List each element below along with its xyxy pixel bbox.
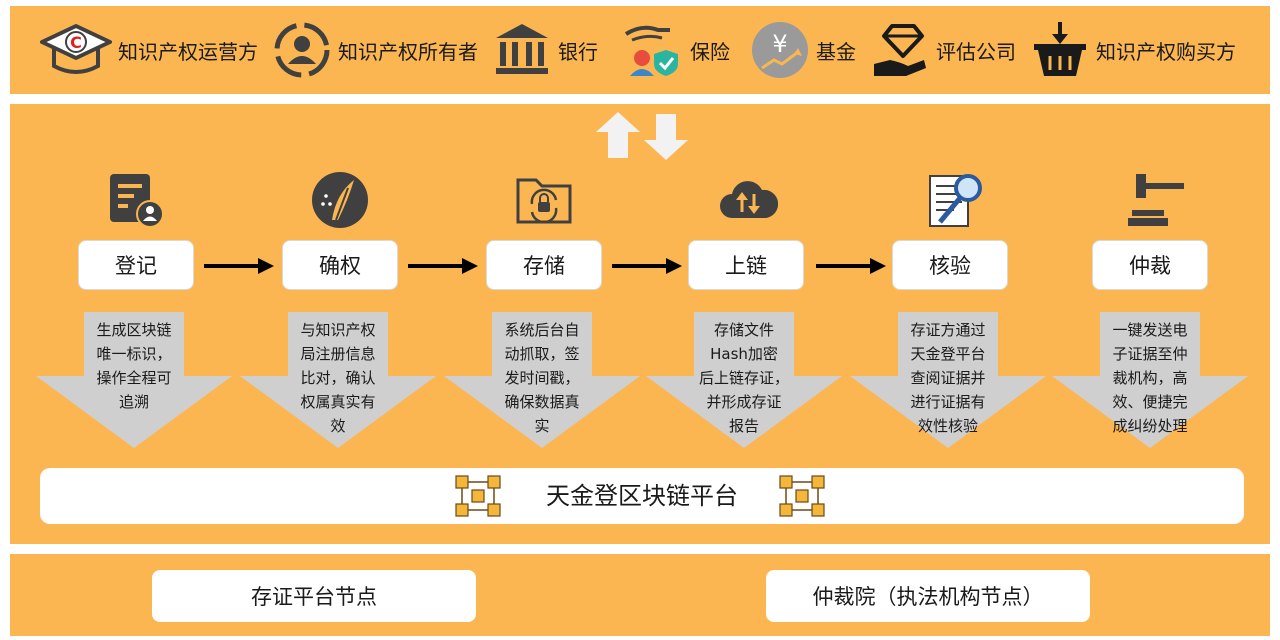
actor-label: 基金	[816, 39, 856, 64]
actor-ip-buyer: 知识产权购买方	[1030, 6, 1236, 94]
step-chevron	[36, 312, 232, 448]
blockchain-cubes-icon	[779, 475, 825, 517]
step-description: 存证方通过 天金登平台 查阅证据并 进行证据有 效性核验	[910, 321, 986, 435]
shopping-basket-icon	[1034, 22, 1086, 76]
quill-seal-icon	[312, 172, 368, 228]
node-label: 仲裁院（执法机构节点）	[812, 585, 1044, 609]
bank-icon	[496, 24, 548, 74]
document-magnifier-icon	[929, 174, 982, 227]
cloud-updown-icon	[720, 181, 778, 218]
step-description: 存储文件 Hash加密 后上链存证， 并形成存证 报告	[698, 321, 789, 435]
step-label: 仲裁	[1129, 254, 1171, 278]
step-description: 与知识产权 局注册信息 比对，确认 权属真实有 效	[300, 321, 376, 435]
step-chevron	[444, 312, 640, 448]
step-register: 登记	[78, 240, 194, 290]
platform-title: 天金登区块链平台	[546, 482, 738, 510]
actor-insurance: 保险	[622, 6, 730, 94]
nodes-band: 存证平台节点 仲裁院（执法机构节点）	[10, 554, 1270, 636]
step-description: 生成区块链 唯一标识， 操作全程可 追溯	[96, 321, 172, 411]
actor-ip-owner: 知识产权所有者	[272, 6, 478, 94]
node-arbitration-court: 仲裁院（执法机构节点）	[766, 570, 1090, 622]
step-arbitration: 仲裁	[1092, 240, 1208, 290]
blockchain-platform-bar: 天金登区块链平台	[40, 468, 1244, 524]
actor-label: 知识产权所有者	[338, 39, 478, 64]
actor-bank: 银行	[492, 6, 598, 94]
gavel-icon	[1128, 174, 1184, 226]
flow-arrow	[408, 258, 478, 274]
blockchain-cubes-icon	[455, 475, 501, 517]
svg-text:C: C	[70, 33, 82, 52]
actor-label: 知识产权购买方	[1096, 39, 1236, 64]
up-down-arrows-icon	[596, 112, 688, 160]
actor-evaluation-company: 评估公司	[872, 6, 1016, 94]
folder-lock-icon	[516, 178, 572, 224]
actor-label: 知识产权运营方	[118, 39, 258, 64]
diamond-hand-icon	[874, 24, 926, 76]
actor-label: 保险	[690, 39, 730, 64]
flow-arrow	[204, 258, 274, 274]
step-label: 确权	[319, 254, 361, 278]
step-chevron	[240, 312, 436, 448]
step-confirm-rights: 确权	[282, 240, 398, 290]
step-on-chain: 上链	[688, 240, 804, 290]
yen-coin-icon: ¥	[752, 22, 808, 78]
node-label: 存证平台节点	[251, 585, 377, 609]
graduation-cap-c-icon: C	[40, 24, 112, 74]
step-description: 系统后台自 动抓取，签 发时间戳， 确保数据真 实	[504, 321, 580, 435]
step-label: 上链	[725, 254, 767, 278]
document-user-icon	[110, 174, 164, 228]
step-label: 登记	[115, 254, 157, 278]
insurance-hand-icon	[624, 25, 678, 76]
actor-label: 银行	[558, 39, 598, 64]
step-chevron	[646, 312, 842, 448]
step-description: 一键发送电 子证据至仲 裁机构，高 效、便捷完 成纠纷处理	[1112, 321, 1188, 435]
step-storage: 存储	[486, 240, 602, 290]
actor-label: 评估公司	[936, 39, 1016, 64]
svg-text:¥: ¥	[772, 30, 787, 58]
node-evidence-platform: 存证平台节点	[152, 570, 476, 622]
step-label: 存储	[523, 254, 565, 278]
step-label: 核验	[929, 254, 971, 278]
participants-band: C 知识产权运营方 知识产权所有者 银行 保险	[10, 6, 1270, 94]
person-circle-icon	[274, 22, 330, 78]
flow-arrow	[612, 258, 682, 274]
actor-ip-operator: C 知识产权运营方	[40, 6, 258, 94]
step-verify: 核验	[892, 240, 1008, 290]
actor-fund: ¥ 基金	[750, 6, 856, 94]
step-chevron	[1052, 312, 1248, 448]
flow-arrow	[816, 258, 886, 274]
step-chevron	[850, 312, 1046, 448]
process-band: 登记 确权 存储 上链 核验 仲裁 生成区块链 唯一标识， 操作全程可 追溯 与…	[10, 104, 1270, 544]
